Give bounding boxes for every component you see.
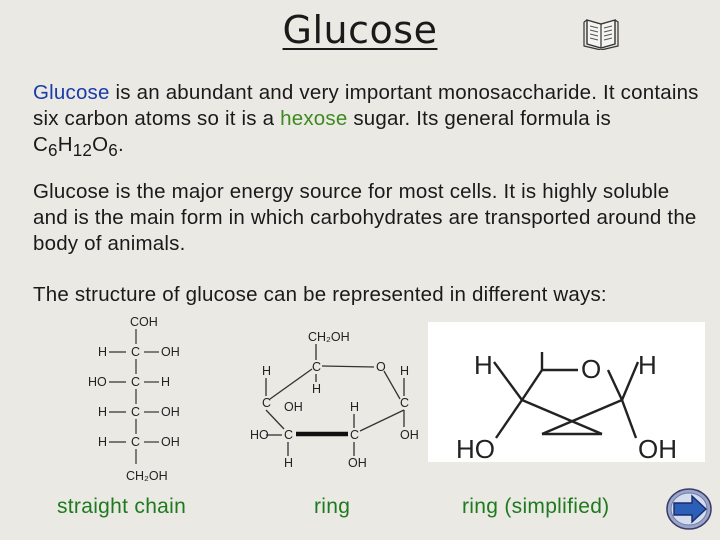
straight-chain-diagram: COH H C OH HO C H H C OH H C OH [88, 315, 180, 483]
formula-h: H [57, 133, 73, 156]
simple-h-left: H [474, 350, 493, 380]
page-title: Glucose [282, 8, 438, 52]
caption-ring: ring [314, 495, 351, 518]
chain-r3-left: H [98, 405, 107, 419]
chain-r1-right: OH [161, 345, 180, 359]
chain-r1-left: H [98, 345, 107, 359]
simplified-ring-diagram: H O H HO OH [428, 322, 705, 462]
ring-c4-oh: OH [284, 400, 303, 414]
chain-r4-left: H [98, 435, 107, 449]
hexose-term: hexose [280, 107, 348, 130]
formula-sub-h: 12 [72, 141, 93, 161]
ring-c3: C [284, 428, 293, 442]
simple-ho-label: HO [456, 434, 495, 462]
ring-c5-h: H [312, 382, 321, 396]
formula-o: O [92, 133, 109, 156]
ring-c1-h: H [400, 364, 409, 378]
ring-c2: C [350, 428, 359, 442]
book-icon [583, 19, 619, 50]
ring-c2-oh: OH [348, 456, 367, 470]
chain-r4-right: OH [161, 435, 180, 449]
chain-c3: C [131, 405, 140, 419]
simple-o-label: O [581, 354, 601, 384]
ring-c1: C [400, 396, 409, 410]
formula-end: . [118, 133, 124, 156]
ring-ch2oh-label: CH₂OH [308, 330, 350, 344]
intro-paragraph: Glucose is an abundant and very importan… [33, 80, 703, 164]
ring-c3-h: H [284, 456, 293, 470]
structure-paragraph: The structure of glucose can be represen… [33, 283, 607, 306]
glucose-term: Glucose [33, 81, 110, 104]
chain-r2-left: HO [88, 375, 107, 389]
chain-c1: C [131, 345, 140, 359]
chain-top-label: COH [130, 315, 158, 329]
next-arrow-icon[interactable] [664, 486, 714, 532]
ring-c1-oh: OH [400, 428, 419, 442]
simple-h-right: H [638, 350, 657, 380]
ring-c3-ho: HO [250, 428, 269, 442]
intro-text-b: sugar. Its general formula is C [33, 107, 611, 156]
ring-o-label: O [376, 360, 386, 374]
ring-c2-h: H [350, 400, 359, 414]
intro-text-a: is an abundant and very important monosa… [33, 81, 699, 130]
caption-straight-chain: straight chain [57, 495, 187, 518]
chain-r2-right: H [161, 375, 170, 389]
ring-c4: C [262, 396, 271, 410]
chain-r3-right: OH [161, 405, 180, 419]
energy-paragraph: Glucose is the major energy source for m… [33, 180, 697, 255]
chain-c2: C [131, 375, 140, 389]
simple-oh-label: OH [638, 434, 677, 462]
formula-sub-o: 6 [108, 141, 118, 161]
chain-bottom-label: CH₂OH [126, 469, 168, 483]
caption-ring-simplified: ring (simplified) [462, 495, 610, 518]
chain-c4: C [131, 435, 140, 449]
formula-sub-c: 6 [48, 141, 58, 161]
ring-diagram: CH₂OH O C H H C OH H C OH C HO H H C OH [250, 330, 419, 470]
ring-c4-h: H [262, 364, 271, 378]
ring-c5: C [312, 360, 321, 374]
